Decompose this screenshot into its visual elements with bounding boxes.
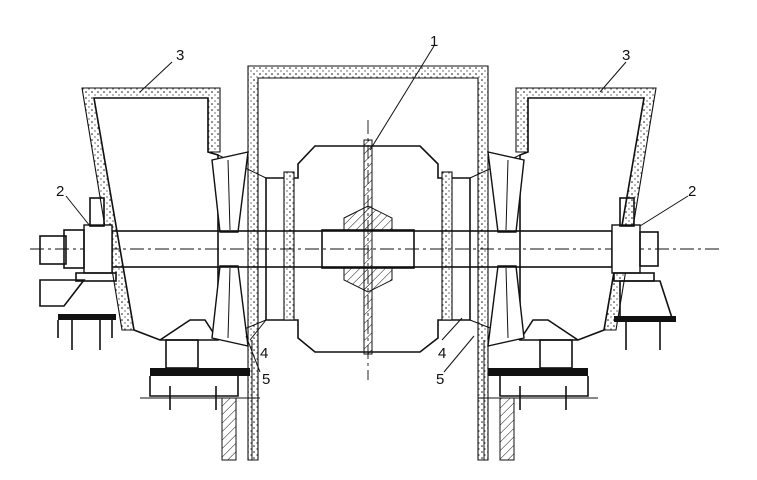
left-cone-rollers: [211, 151, 249, 347]
label-2-right: 2: [688, 183, 696, 200]
right-hopper: [515, 87, 657, 341]
rotor-disc: [343, 120, 393, 380]
right-foundation: [478, 339, 598, 461]
label-3-left: 3: [176, 47, 184, 64]
label-1: 1: [430, 33, 438, 50]
label-4-left: 4: [260, 345, 268, 362]
label-4-right: 4: [438, 345, 446, 362]
right-bearing-assembly: [611, 197, 676, 350]
label-2-left: 2: [56, 183, 64, 200]
left-hopper: [81, 87, 221, 341]
right-cone-rollers: [487, 151, 525, 347]
label-5-right: 5: [436, 371, 444, 388]
label-5-left: 5: [262, 371, 270, 388]
label-3-right: 3: [622, 47, 630, 64]
inner-sleeves: [283, 171, 453, 321]
leader-lines: [65, 45, 689, 373]
left-foundation: [140, 339, 260, 461]
left-bearing-assembly: [39, 197, 117, 350]
callout-labels: 1 3 3 2 2 4 4 5 5: [56, 33, 696, 388]
central-duct-casing: [247, 65, 489, 461]
